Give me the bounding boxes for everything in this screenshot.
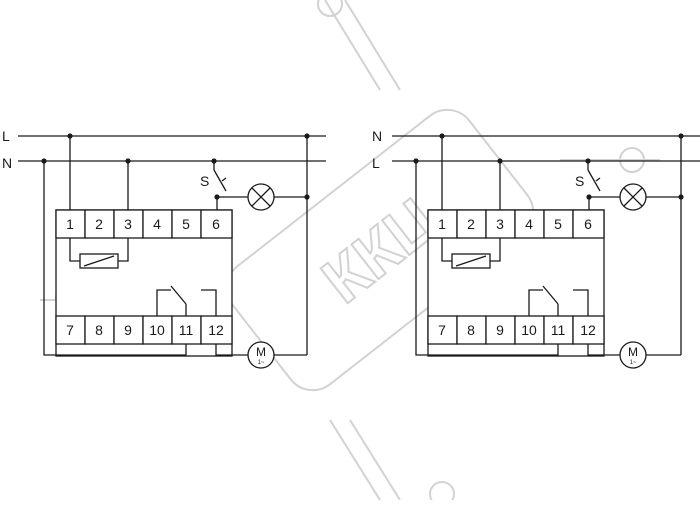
terminal-10: 10 (149, 322, 165, 338)
wire-12-to-motor (215, 344, 248, 356)
right-bus-bottom-label: L (372, 155, 380, 171)
contact-no-arm (201, 289, 217, 316)
terminal-cell (84, 315, 115, 345)
lamp-cross (251, 187, 271, 207)
motor-circle (619, 341, 647, 369)
terminal-6: 6 (212, 216, 220, 232)
left-diagram: L N 1 2 3 4 5 6 7 (2, 128, 326, 369)
watermark-ring (429, 481, 455, 505)
terminal-9: 9 (124, 322, 132, 338)
coil-wire-a2 (490, 238, 501, 262)
terminal-11: 11 (551, 322, 566, 338)
terminal-1: 1 (438, 216, 446, 232)
right-relay-contact (528, 285, 589, 316)
switch-tick (221, 177, 227, 182)
right-diagram: N L 1 2 3 4 5 6 7 8 9 (372, 128, 700, 369)
coil-slash (83, 255, 115, 267)
motor-label: M (628, 345, 638, 359)
terminal-cell (84, 209, 115, 239)
watermark-ring (619, 147, 645, 173)
terminal-12: 12 (208, 322, 224, 338)
terminal-5: 5 (182, 216, 190, 232)
terminal-8: 8 (95, 322, 103, 338)
left-switch-label: S (200, 173, 209, 189)
contact-blade (542, 285, 559, 305)
right-terminal-row-bottom: 7 8 9 10 11 12 (427, 315, 605, 345)
terminal-11: 11 (179, 322, 194, 338)
coil-wire-a1 (69, 238, 80, 262)
left-motor-icon: M 1~ (247, 341, 275, 369)
coil-wire-a1 (441, 238, 452, 262)
lamp-cross (623, 187, 643, 207)
terminal-cell (200, 315, 233, 345)
left-lamp-icon (247, 183, 275, 211)
wire-L-to-11 (415, 161, 559, 356)
motor-sub-label: 1~ (630, 360, 637, 366)
terminal-9: 9 (496, 322, 504, 338)
terminal-cell (55, 315, 86, 345)
terminal-7: 7 (438, 322, 446, 338)
terminal-7: 7 (66, 322, 74, 338)
terminal-1: 1 (66, 216, 74, 232)
terminal-2: 2 (95, 216, 103, 232)
left-relay-coil (69, 238, 129, 269)
terminal-cell (485, 315, 516, 345)
terminal-cell (427, 315, 458, 345)
watermark-ring (317, 0, 343, 17)
terminal-cell (456, 209, 487, 239)
left-relay-contact (156, 285, 217, 316)
wire-N-to-11 (43, 161, 187, 356)
motor-sub-label: 1~ (258, 360, 265, 366)
right-terminal-row-top: 1 2 3 4 5 6 (427, 209, 605, 239)
contact-blade (170, 285, 187, 305)
left-bus-top-label: L (2, 128, 10, 144)
coil-wire-a2 (118, 238, 129, 262)
left-terminal-row-top: 1 2 3 4 5 6 (55, 209, 233, 239)
switch-blade (213, 169, 227, 192)
right-bus-top-label: N (372, 128, 382, 144)
coil-slash (455, 255, 487, 267)
right-relay-coil (441, 238, 501, 269)
wire-12-to-motor (587, 344, 620, 356)
right-lamp-icon (619, 183, 647, 211)
switch-tick (595, 177, 601, 182)
junction-dot (67, 133, 73, 139)
terminal-cell (514, 209, 545, 239)
terminal-10: 10 (521, 322, 537, 338)
junction-dot (439, 133, 445, 139)
motor-label: M (256, 345, 266, 359)
switch-blade (587, 169, 601, 192)
motor-circle (247, 341, 275, 369)
right-switch-label: S (575, 173, 584, 189)
terminal-cell (572, 315, 605, 345)
contact-nc-arm (156, 289, 171, 316)
terminal-4: 4 (525, 216, 533, 232)
junction-dot (125, 158, 131, 164)
contact-no-arm (573, 289, 589, 316)
terminal-4: 4 (153, 216, 161, 232)
left-bus-bottom-label: N (2, 155, 12, 171)
right-motor-icon: M 1~ (619, 341, 647, 369)
terminal-cell (113, 315, 144, 345)
terminal-cell (427, 209, 458, 239)
terminal-12: 12 (580, 322, 596, 338)
terminal-6: 6 (584, 216, 592, 232)
watermark-line (344, 0, 401, 91)
watermark-line (349, 419, 401, 501)
junction-dot (497, 158, 503, 164)
terminal-5: 5 (554, 216, 562, 232)
watermark-line (329, 419, 381, 501)
contact-nc-arm (528, 289, 543, 316)
terminal-3: 3 (496, 216, 504, 232)
terminal-8: 8 (467, 322, 475, 338)
terminal-2: 2 (467, 216, 475, 232)
left-terminal-row-bottom: 7 8 9 10 11 12 (55, 315, 233, 345)
terminal-3: 3 (124, 216, 132, 232)
